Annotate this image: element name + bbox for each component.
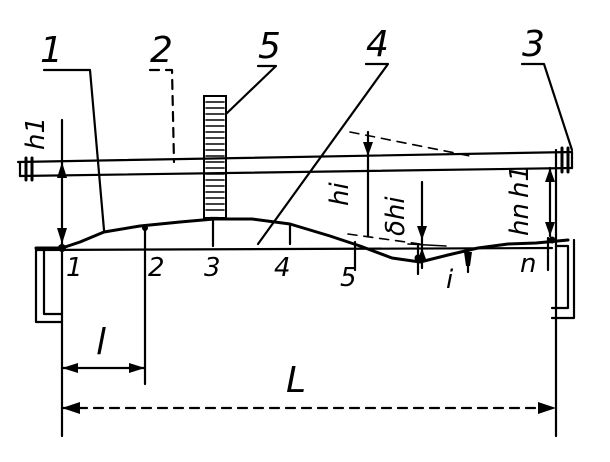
point-1-dot	[58, 244, 66, 252]
point-label-1: 1	[66, 253, 83, 283]
point-labels: 1 2 3 4 5 i n	[66, 249, 536, 295]
dimension-lines	[57, 118, 558, 414]
dim-delta-hi: δhi	[381, 196, 411, 236]
measured-surface	[34, 217, 570, 264]
dim-hn: hn	[505, 203, 535, 236]
callout-1: 1	[40, 30, 63, 71]
callout-leaders	[42, 62, 574, 246]
dimension-labels: h1 hi δhi hn h1 l L	[21, 117, 535, 401]
point-n-dot	[548, 236, 556, 244]
measurement-point-marks	[58, 148, 558, 438]
right-support-blocks	[550, 146, 576, 320]
point-label-4: 4	[274, 253, 291, 283]
dim-h1-right: h1	[505, 165, 535, 198]
callout-labels: 1 2 5 4 3	[40, 24, 545, 71]
point-label-i: i	[446, 265, 454, 295]
point-label-3: 3	[204, 253, 221, 283]
point-label-n: n	[520, 249, 536, 279]
point-label-5: 5	[340, 263, 357, 293]
dim-h1-left: h1	[21, 117, 51, 150]
point-i-foot	[464, 252, 472, 266]
dim-l: l	[96, 322, 106, 363]
callout-5: 5	[258, 26, 281, 67]
point-2-dot	[142, 225, 148, 231]
left-support-blocks	[24, 156, 64, 324]
callout-3: 3	[522, 24, 545, 65]
indicator-gauge	[203, 95, 227, 220]
callout-2: 2	[150, 30, 173, 71]
point-label-2: 2	[148, 253, 165, 283]
reference-ruler	[16, 150, 574, 178]
dim-L: L	[286, 360, 306, 401]
callout-4: 4	[366, 24, 389, 65]
dim-hi: hi	[325, 182, 355, 206]
